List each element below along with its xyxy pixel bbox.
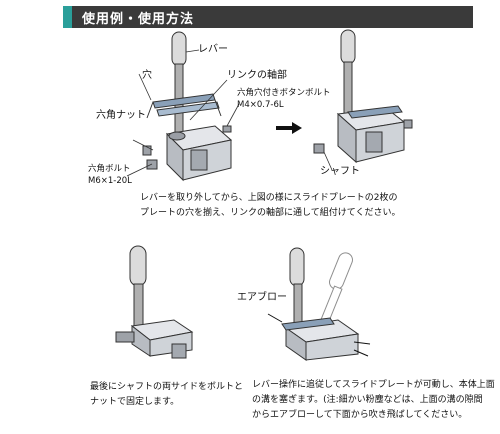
toggle-body [165, 125, 233, 182]
lever-knob [171, 31, 187, 135]
caption-step-1: レバーを取り外してから、上図の様にスライドプレートの2枚の プレートの穴を揃え、… [140, 191, 400, 221]
label-hex-nut: 六角ナット [96, 110, 146, 121]
caption-step-3-line-3: からエアブローして下面から吹き飛ばしてください。 [252, 410, 468, 420]
label-hex-bolt-size: M6×1-20L [88, 176, 132, 186]
caption-step-3: レバー操作に追従してスライドプレートが可動し、本体上面 の溝を塞ぎます。(注:細… [252, 378, 495, 423]
caption-step-1-line-2: プレートの穴を揃え、リンクの軸部に通して組付けてください。 [140, 208, 401, 218]
label-link-shaft: リンクの軸部 [227, 70, 287, 81]
figure-assembled [313, 29, 413, 171]
caption-step-2-line-1: 最後にシャフトの両サイドをボルトと [90, 382, 244, 392]
label-shaft: シャフト [320, 166, 360, 177]
hex-nut-part [142, 145, 152, 156]
label-hex-socket-bolt: 六角穴付きボタンボルト [237, 88, 331, 98]
button-bolt-part [222, 125, 232, 133]
figure-fixed-shaft [115, 245, 194, 359]
section-title: 使用例・使用方法 [82, 11, 195, 27]
header-accent-bar [63, 6, 72, 28]
label-hex-bolt: 六角ボルト [88, 164, 131, 174]
label-hex-socket-bolt-size: M4×0.7-6L [237, 100, 284, 110]
hex-bolt-part [146, 159, 158, 170]
caption-step-1-line-1: レバーを取り外してから、上図の様にスライドプレートの2枚の [140, 193, 398, 203]
caption-step-2-line-2: ナットで固定します。 [90, 397, 180, 407]
figure-air-blow [267, 247, 371, 361]
slide-plate [146, 93, 222, 119]
label-air-blow: エアブロー [237, 292, 287, 303]
section-header: 使用例・使用方法 [63, 6, 473, 28]
arrow-right-icon [276, 122, 302, 134]
label-lever: レバー [198, 44, 228, 55]
figure-exploded-assembly [126, 31, 240, 182]
caption-step-3-line-1: レバー操作に追従してスライドプレートが可動し、本体上面 [252, 380, 495, 390]
caption-step-2: 最後にシャフトの両サイドをボルトと ナットで固定します。 [90, 380, 243, 410]
label-hole: 穴 [142, 70, 152, 81]
caption-step-3-line-2: の溝を塞ぎます。(注:細かい粉塵などは、上面の溝の隙間 [252, 395, 483, 405]
